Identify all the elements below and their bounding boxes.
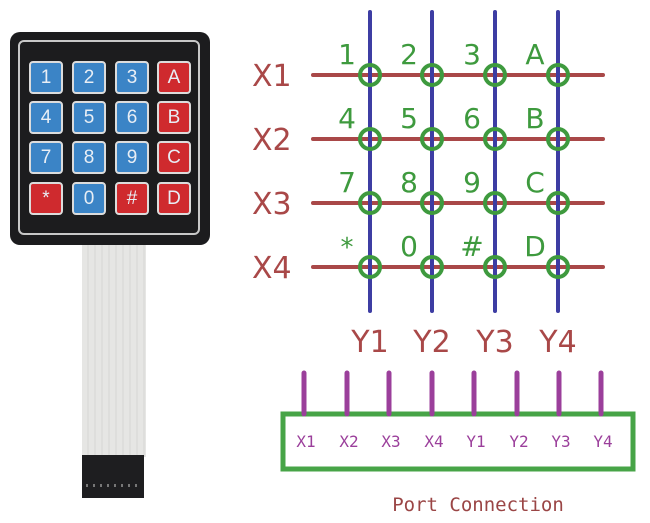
cell-label: 3 bbox=[463, 38, 481, 71]
cell-label: * bbox=[341, 233, 354, 263]
column-label: Y1 bbox=[350, 325, 388, 360]
node-circle bbox=[420, 127, 444, 151]
port-connector: X1 X2 X3 X4 Y1 Y2 Y3 Y4 bbox=[280, 370, 636, 472]
node-circle bbox=[483, 127, 507, 151]
cell-label: # bbox=[460, 230, 483, 263]
column-lines bbox=[368, 10, 560, 313]
node-circle bbox=[420, 255, 444, 279]
keypad-key[interactable]: 5 bbox=[72, 101, 106, 134]
row-label: X3 bbox=[252, 187, 292, 222]
port-pin-label: Y4 bbox=[593, 432, 612, 451]
port-pin-label: X4 bbox=[424, 432, 443, 451]
keypad-key[interactable]: A bbox=[157, 61, 191, 94]
keypad-key[interactable]: 1 bbox=[29, 61, 63, 94]
port-pin-label: Y1 bbox=[466, 432, 485, 451]
keypad-key[interactable]: 7 bbox=[29, 141, 63, 174]
cell-label: 5 bbox=[400, 102, 418, 135]
column-label: Y2 bbox=[412, 325, 450, 360]
ribbon-connector bbox=[82, 455, 144, 498]
port-pin-label: Y2 bbox=[509, 432, 528, 451]
row-label: X1 bbox=[252, 59, 292, 94]
node-circle bbox=[546, 255, 570, 279]
column-labels: Y1 Y2 Y3 Y4 bbox=[350, 325, 576, 360]
keypad-key[interactable]: 3 bbox=[115, 61, 149, 94]
column-label: Y3 bbox=[475, 325, 513, 360]
cell-label: 9 bbox=[463, 166, 481, 199]
keypad-key[interactable]: 2 bbox=[72, 61, 106, 94]
keypad-key[interactable]: B bbox=[157, 101, 191, 134]
node-circle bbox=[420, 191, 444, 215]
node-circle bbox=[546, 127, 570, 151]
cell-labels: 1 2 3 A 4 5 6 B 7 8 9 C * 0 # D bbox=[338, 38, 546, 263]
node-circle bbox=[483, 255, 507, 279]
port-caption: Port Connection bbox=[392, 494, 564, 516]
cell-label: 2 bbox=[400, 38, 418, 71]
keypad-key[interactable]: C bbox=[157, 141, 191, 174]
node-circle bbox=[358, 63, 382, 87]
port-pin-label: X2 bbox=[339, 432, 358, 451]
node-circle bbox=[420, 63, 444, 87]
keypad-key[interactable]: # bbox=[115, 182, 149, 215]
cell-label: 4 bbox=[338, 102, 356, 135]
node-circle bbox=[358, 127, 382, 151]
node-circle bbox=[483, 63, 507, 87]
node-circles bbox=[358, 63, 570, 279]
keypad-key[interactable]: 0 bbox=[72, 182, 106, 215]
cell-label: 1 bbox=[338, 38, 356, 71]
row-label: X2 bbox=[252, 123, 292, 158]
ribbon-cable bbox=[82, 245, 146, 457]
connector-pins bbox=[86, 484, 140, 487]
cell-label: A bbox=[525, 38, 544, 71]
keypad-key[interactable]: 4 bbox=[29, 101, 63, 134]
keypad-key[interactable]: * bbox=[29, 182, 63, 215]
port-pin-label: Y3 bbox=[551, 432, 570, 451]
port-box bbox=[280, 411, 636, 472]
cell-label: B bbox=[525, 102, 544, 135]
node-circle bbox=[483, 191, 507, 215]
column-label: Y4 bbox=[538, 325, 576, 360]
keypad-key[interactable]: 6 bbox=[115, 101, 149, 134]
cell-label: 6 bbox=[463, 102, 481, 135]
node-circle bbox=[358, 255, 382, 279]
cell-label: 0 bbox=[400, 230, 418, 263]
keypad-key[interactable]: 9 bbox=[115, 141, 149, 174]
cell-label: 8 bbox=[400, 166, 418, 199]
node-circle bbox=[546, 191, 570, 215]
keypad-key[interactable]: 8 bbox=[72, 141, 106, 174]
cell-label: D bbox=[524, 230, 546, 263]
port-pin-label: X3 bbox=[381, 432, 400, 451]
port-pin-label: X1 bbox=[296, 432, 315, 451]
cell-label: 7 bbox=[338, 166, 356, 199]
cell-label: C bbox=[525, 166, 545, 199]
node-circle bbox=[358, 191, 382, 215]
row-label: X4 bbox=[252, 251, 292, 286]
keypad-border bbox=[18, 40, 200, 235]
node-circle bbox=[546, 63, 570, 87]
keypad-key[interactable]: D bbox=[157, 182, 191, 215]
